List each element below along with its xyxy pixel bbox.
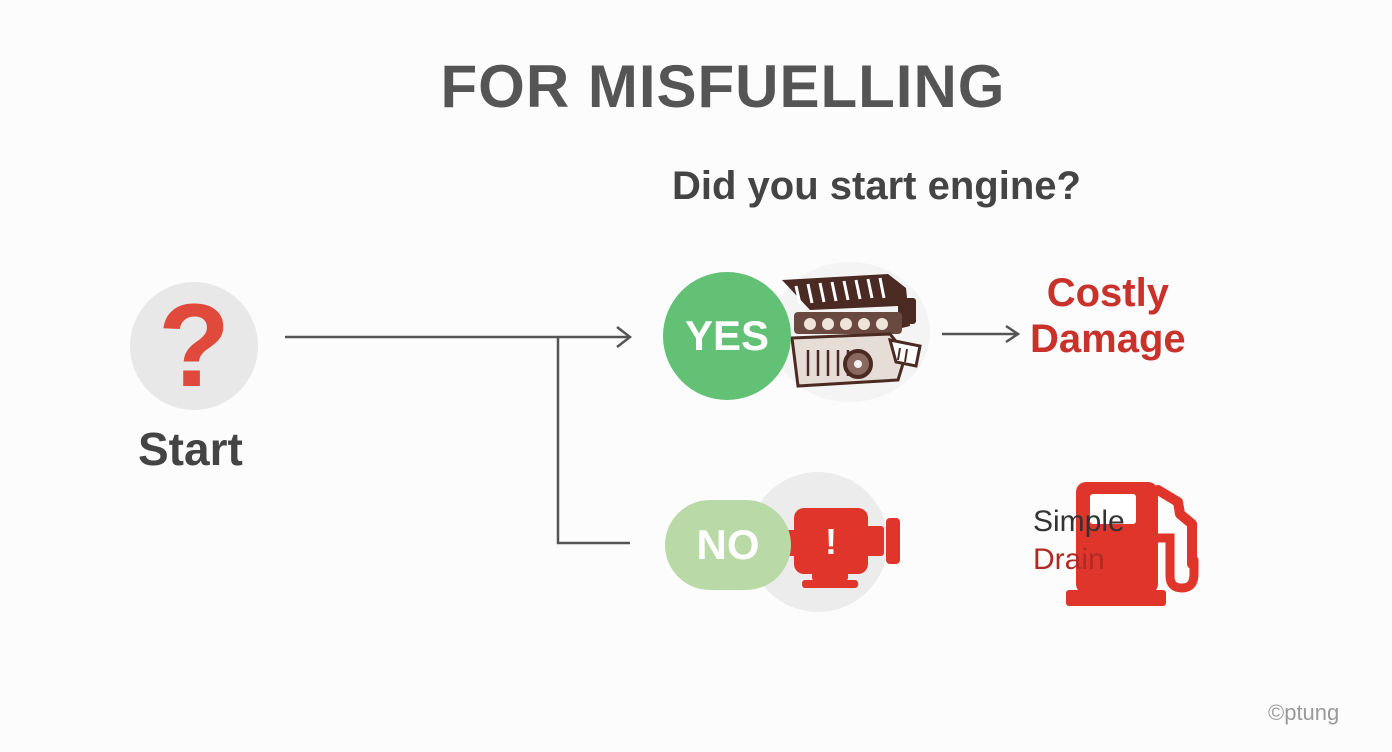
yes-node: YES [663, 272, 791, 400]
diagram-title: FOR MISFUELLING [440, 53, 1006, 120]
fuel-pump-icon [1066, 482, 1199, 606]
start-label: Start [138, 423, 243, 475]
outcome-line-costly: Costly [1046, 271, 1169, 315]
question-mark-icon: ? [157, 280, 231, 412]
engine-alert-icon: ! [784, 508, 900, 588]
start-node: ? [130, 282, 258, 410]
start-to-no-line [556, 337, 630, 545]
yes-arrowhead [616, 326, 633, 348]
outcome-line-drain: Drain [1033, 543, 1105, 576]
decision-question: Did you start engine? [672, 164, 1081, 208]
costly-damage-outcome: Costly Damage [1030, 270, 1186, 362]
watermark-text: ©ptung [1268, 700, 1340, 725]
alert-exclamation-icon: ! [825, 521, 837, 562]
outcome-line-damage: Damage [1030, 317, 1186, 361]
no-node: NO [665, 500, 791, 590]
outcome-line-simple: Simple [1033, 505, 1125, 538]
outcome-arrowhead [1005, 324, 1021, 344]
simple-drain-outcome: Simple Drain [1033, 503, 1125, 579]
engine-icon [782, 274, 922, 388]
